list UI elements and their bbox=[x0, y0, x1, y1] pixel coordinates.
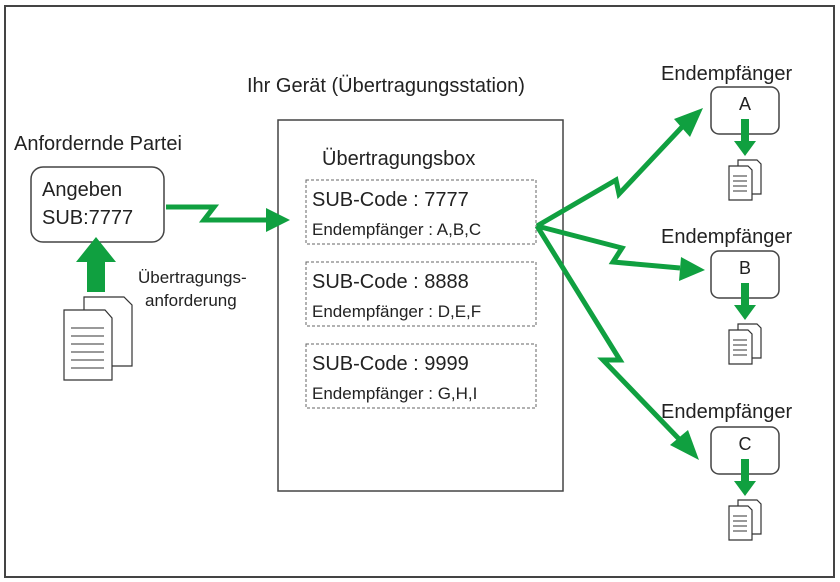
sub-code-entry bbox=[305, 179, 537, 245]
sub-code-label: SUB-Code : 8888 bbox=[312, 271, 469, 293]
sub-code-label: SUB-Code : 9999 bbox=[312, 353, 469, 375]
end-recipient-letter: A bbox=[739, 94, 751, 114]
lightning-arrow-icon bbox=[535, 108, 703, 229]
sub-code-label: SUB-Code : 7777 bbox=[312, 189, 469, 211]
document-stack-icon bbox=[63, 296, 133, 381]
request-label-line2: anforderung bbox=[145, 291, 237, 310]
up-arrow-icon bbox=[76, 237, 116, 292]
end-recipient-title: Endempfänger bbox=[661, 226, 793, 248]
recipient-list-label: Endempfänger : A,B,C bbox=[312, 220, 481, 239]
sub-code-entry bbox=[305, 261, 537, 327]
end-recipient-title: Endempfänger bbox=[661, 63, 793, 85]
down-arrow-icon bbox=[734, 119, 756, 156]
end-recipient-title: Endempfänger bbox=[661, 401, 793, 423]
recipient-list-label: Endempfänger : D,E,F bbox=[312, 302, 481, 321]
end-recipient-letter: C bbox=[739, 434, 752, 454]
document-stack-icon bbox=[728, 499, 762, 541]
down-arrow-icon bbox=[734, 459, 756, 496]
recipient-list-label: Endempfänger : G,H,I bbox=[312, 384, 477, 403]
sub-code-entry bbox=[305, 343, 537, 409]
lightning-arrow-icon bbox=[534, 224, 699, 460]
down-arrow-icon bbox=[734, 283, 756, 320]
requesting-party-line2: SUB:7777 bbox=[42, 207, 133, 229]
lightning-arrow-icon bbox=[536, 223, 705, 281]
document-stack-icon bbox=[728, 323, 762, 365]
device-title: Ihr Gerät (Übertragungsstation) bbox=[247, 75, 525, 97]
document-stack-icon bbox=[728, 159, 762, 201]
end-recipient-letter: B bbox=[739, 258, 751, 278]
request-label-line1: Übertragungs- bbox=[138, 268, 247, 287]
lightning-arrow-icon bbox=[166, 204, 290, 232]
transfer-box-title: Übertragungsbox bbox=[322, 148, 475, 170]
requesting-party-title: Anfordernde Partei bbox=[14, 133, 182, 155]
requesting-party-line1: Angeben bbox=[42, 179, 122, 201]
